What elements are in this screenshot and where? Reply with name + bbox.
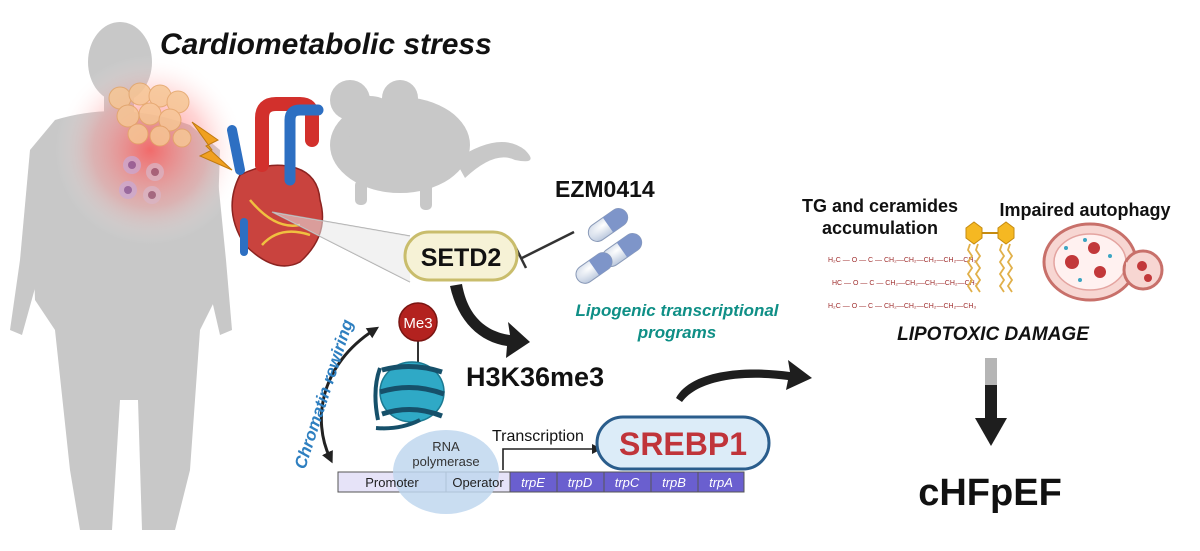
inhibition-arrow [514, 230, 575, 269]
stress-glow [55, 55, 245, 245]
lipid-label-line1: TG and ceramides [802, 196, 958, 216]
polymerase-label-line2: polymerase [412, 454, 479, 469]
ceramide-icon [965, 221, 1015, 293]
operator-label: Operator [452, 475, 504, 490]
svg-text:H₂C — O — C — CH₂—CH₂—CH₂—CH₂—: H₂C — O — C — CH₂—CH₂—CH₂—CH₂—CH₃ [828, 303, 976, 310]
methylation-arrow [450, 284, 530, 358]
srebp1-label: SREBP1 [619, 426, 747, 462]
srebp-output-arrow [676, 360, 812, 402]
gene-trpC: trpC [615, 475, 640, 490]
lightning-icon [191, 121, 233, 171]
nucleosome-icon [373, 361, 445, 431]
setd2-box [403, 230, 519, 282]
outcome-label: cHFpEF [918, 472, 1062, 514]
damage-label: LIPOTOXIC DAMAGE [897, 324, 1090, 345]
outcome-arrow [975, 358, 1007, 446]
setd2-label: SETD2 [421, 244, 502, 272]
me3-label: Me3 [403, 315, 432, 332]
gene-trpB: trpB [662, 475, 686, 490]
lipid-label-line2: accumulation [822, 218, 938, 238]
polymerase-label-line1: RNA [432, 439, 460, 454]
drug-label: EZM0414 [555, 176, 655, 202]
chromatin-double-arrow [319, 326, 380, 464]
gene-trpD: trpD [568, 475, 593, 490]
transcription-start-arrow [502, 448, 592, 470]
zoom-cone [272, 212, 410, 282]
transcription-label: Transcription [492, 428, 584, 445]
program-label-line2: programs [637, 323, 716, 342]
rna-polymerase-icon [393, 430, 499, 514]
adipocytes-icon [108, 82, 192, 148]
pill-icon [575, 208, 643, 284]
immune-cells-icon [119, 156, 164, 204]
triglyceride-structure: H₂C — O — C — CH₂—CH₂—CH₂—CH₂—CH₃ HC — O… [828, 257, 978, 310]
svg-text:HC — O — C — CH₂—CH₂—CH₂—CH₂—C: HC — O — C — CH₂—CH₂—CH₂—CH₂—CH₃ [832, 280, 978, 287]
autophagy-label: Impaired autophagy [999, 200, 1170, 220]
program-label-line1: Lipogenic transcriptional [575, 301, 779, 320]
svg-text:H₂C — O — C — CH₂—CH₂—CH₂—CH₂—: H₂C — O — C — CH₂—CH₂—CH₂—CH₂—CH₃ [828, 257, 976, 264]
srebp1-box [595, 415, 771, 471]
heart-icon [227, 97, 324, 267]
title: Cardiometabolic stress [160, 28, 492, 61]
gene-trpA: trpA [709, 475, 733, 490]
mouse-icon [330, 80, 531, 210]
h3k36me3-label: H3K36me3 [466, 362, 604, 392]
promoter-label: Promoter [365, 475, 419, 490]
gene-trpE: trpE [521, 475, 545, 490]
autophagy-icon [1042, 222, 1164, 302]
me3-tag [398, 302, 438, 342]
chromatin-label: Chromatin rewiring [291, 317, 357, 472]
